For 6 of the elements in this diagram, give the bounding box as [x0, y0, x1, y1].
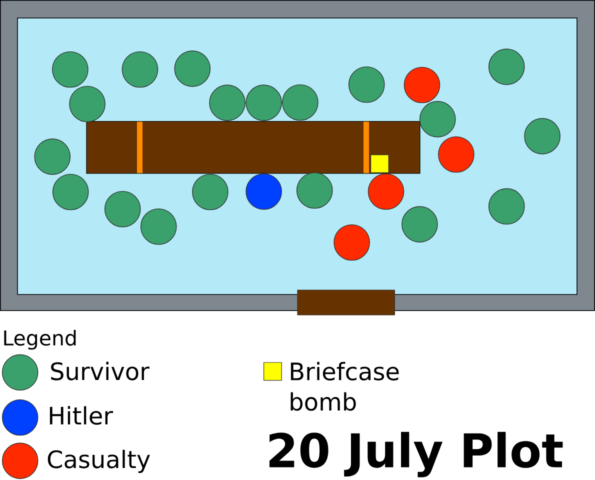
- legend-label: Hitler: [50, 406, 114, 425]
- legend-label: Briefcase bomb: [290, 362, 399, 411]
- legend-label: Survivor: [51, 362, 150, 380]
- legend-heading: Legend: [4, 330, 76, 350]
- legend-label: Casualty: [48, 450, 150, 473]
- title: 20 July Plot: [269, 432, 563, 478]
